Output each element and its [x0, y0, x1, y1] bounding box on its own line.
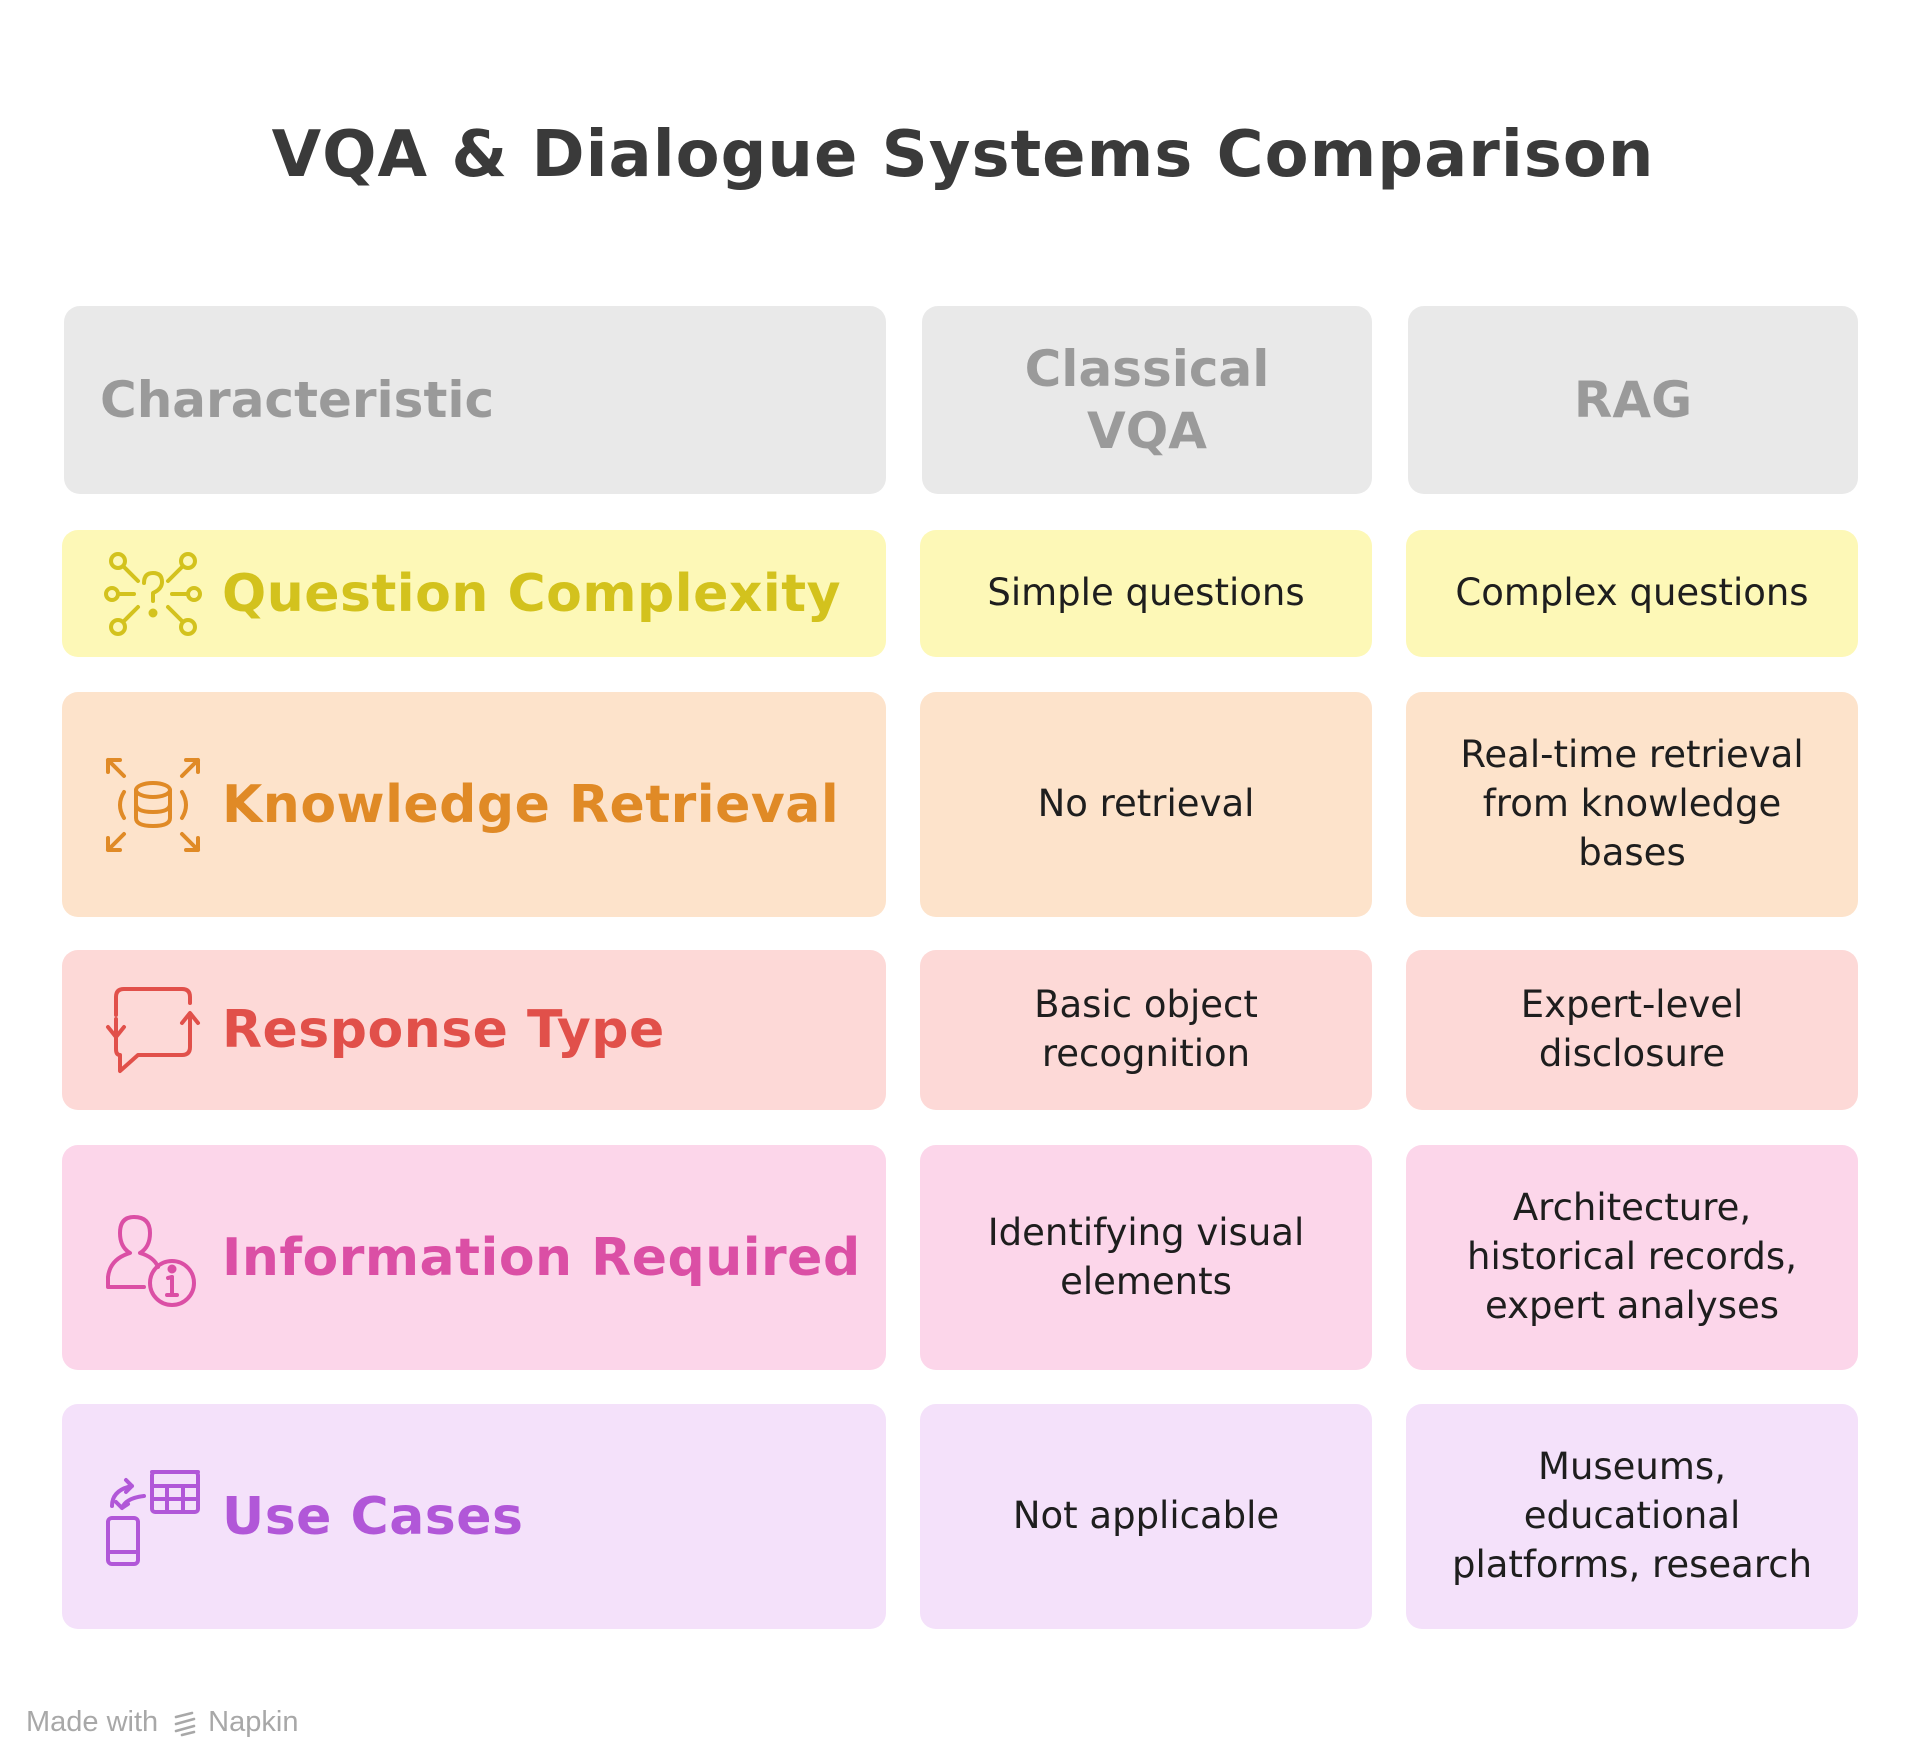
cell-classical-response-type: Basic object recognition	[920, 950, 1372, 1110]
row-label: Knowledge Retrieval	[222, 774, 840, 835]
device-table-icon	[98, 1462, 208, 1572]
row-label: Information Required	[222, 1227, 861, 1288]
footer-brand: Napkin	[208, 1706, 299, 1738]
row-response-type: Response Type	[62, 950, 886, 1110]
cell-rag-knowledge-retrieval: Real-time retrieval from knowledge bases	[1406, 692, 1858, 917]
footer-made-with: Made with	[26, 1706, 159, 1738]
cell-text: Identifying visual elements	[987, 1210, 1305, 1303]
cell-text: Real-time retrieval from knowledge bases	[1460, 733, 1804, 874]
row-use-cases: Use Cases	[62, 1404, 886, 1629]
row-information-required: Information Required	[62, 1145, 886, 1370]
cell-rag-use-cases: Museums, educational platforms, research	[1406, 1404, 1858, 1629]
question-network-icon	[98, 539, 208, 649]
cell-text: Complex questions	[1455, 571, 1809, 615]
header-characteristic-label: Characteristic	[100, 370, 495, 429]
cell-text: Simple questions	[987, 571, 1305, 615]
row-question-complexity: Question Complexity	[62, 530, 886, 657]
cell-text: Basic object recognition	[1034, 983, 1258, 1075]
page-title: VQA & Dialogue Systems Comparison	[271, 118, 1655, 192]
chat-exchange-icon	[98, 975, 208, 1085]
cell-classical-use-cases: Not applicable	[920, 1404, 1372, 1629]
cell-classical-information-required: Identifying visual elements	[920, 1145, 1372, 1370]
user-info-icon	[98, 1203, 208, 1313]
cell-text: Architecture, historical records, expert…	[1467, 1186, 1797, 1327]
cell-rag-information-required: Architecture, historical records, expert…	[1406, 1145, 1858, 1370]
header-rag-label: RAG	[1573, 370, 1693, 429]
row-knowledge-retrieval: Knowledge Retrieval	[62, 692, 886, 917]
header-classical-vqa: Classical VQA	[922, 306, 1372, 494]
header-classical-vqa-label: Classical VQA	[1024, 339, 1270, 461]
cell-rag-response-type: Expert-level disclosure	[1406, 950, 1858, 1110]
cell-text: Museums, educational platforms, research	[1451, 1445, 1813, 1586]
cell-classical-knowledge-retrieval: No retrieval	[920, 692, 1372, 917]
cell-text: Expert-level disclosure	[1520, 983, 1744, 1075]
cell-text: No retrieval	[1037, 782, 1255, 826]
row-label: Use Cases	[222, 1486, 524, 1547]
header-rag: RAG	[1408, 306, 1858, 494]
cell-text: Not applicable	[1012, 1494, 1280, 1538]
header-characteristic: Characteristic	[64, 306, 886, 494]
napkin-logo-icon	[174, 1711, 196, 1736]
footer-attribution: Made with Napkin	[26, 1706, 298, 1739]
database-expand-icon	[98, 750, 208, 860]
cell-rag-question-complexity: Complex questions	[1406, 530, 1858, 657]
row-label: Question Complexity	[222, 563, 841, 624]
row-label: Response Type	[222, 1000, 665, 1060]
cell-classical-question-complexity: Simple questions	[920, 530, 1372, 657]
